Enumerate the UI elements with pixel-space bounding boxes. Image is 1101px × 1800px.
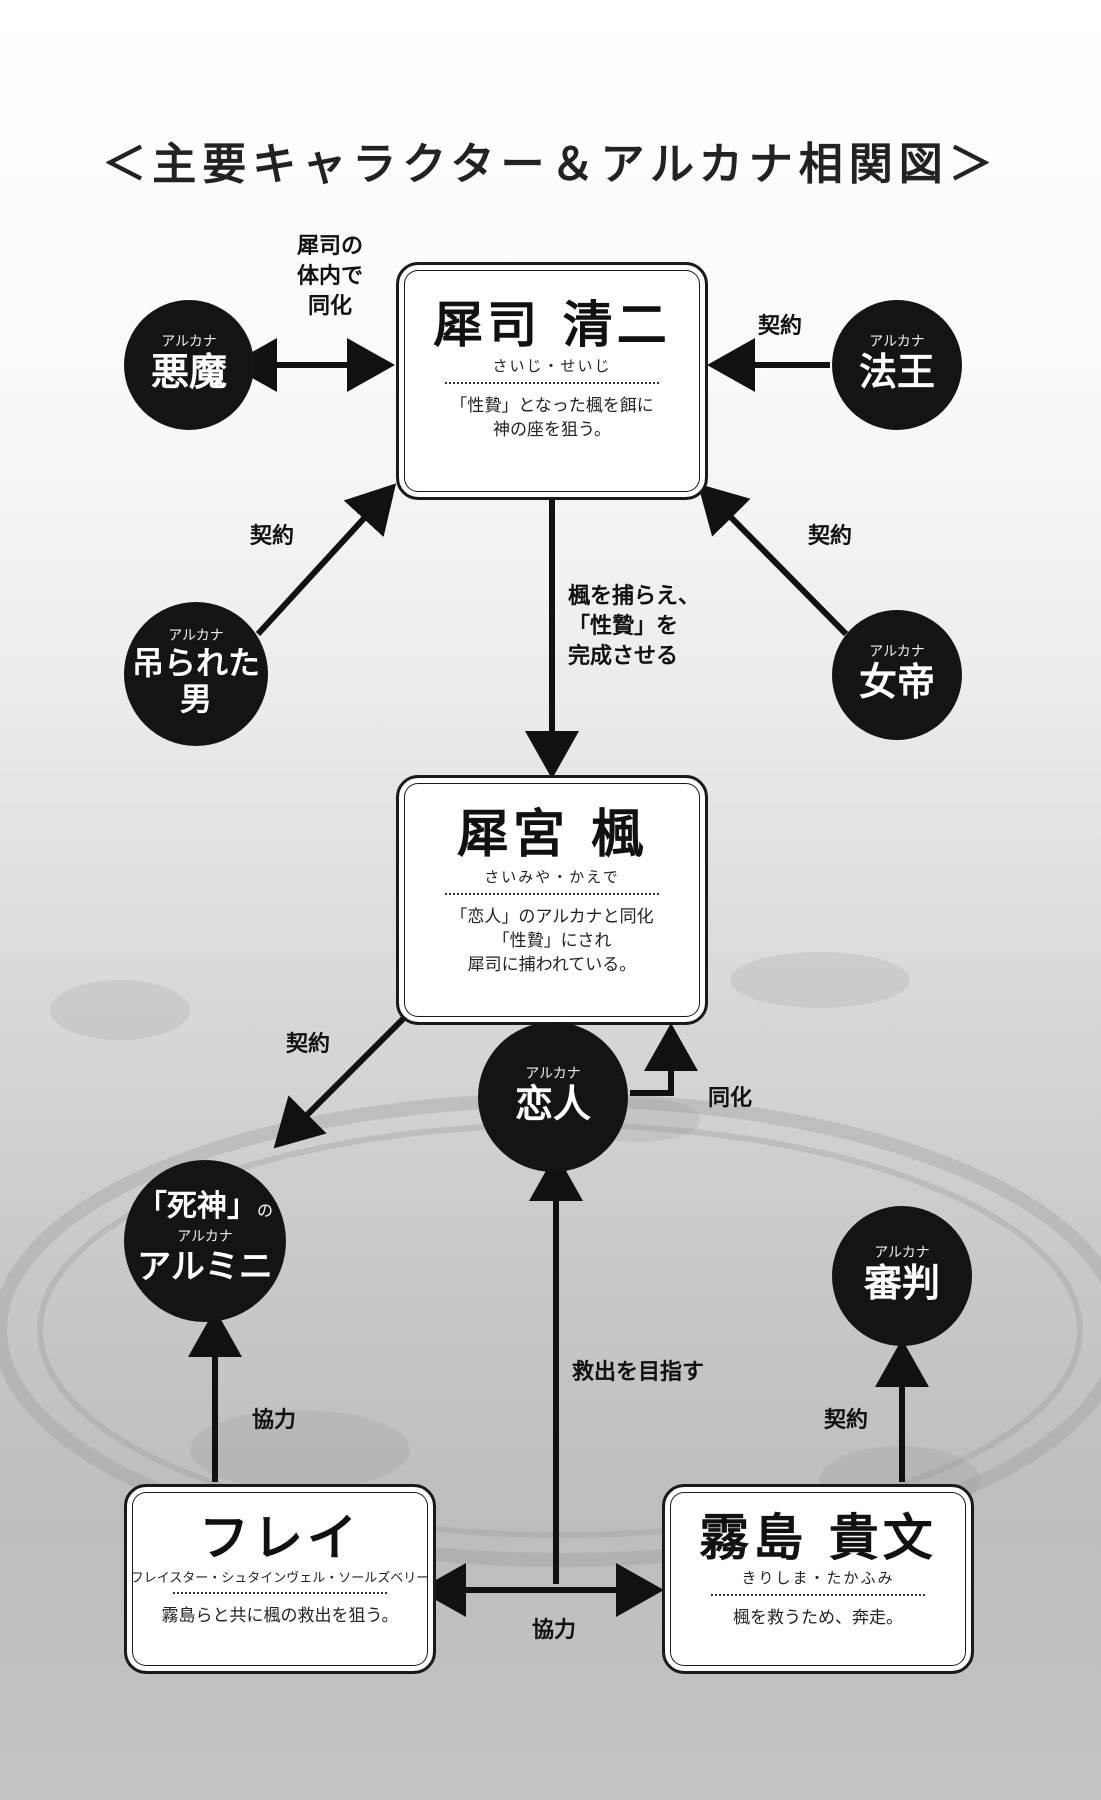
card-saiji: 犀司 清二 さいじ・せいじ 「性贄」となった楓を餌に 神の座を狙う。 — [396, 262, 708, 500]
arcana-armini-title: 「死神」の — [137, 1190, 273, 1228]
arcana-koibito-name: 恋人 — [514, 1082, 591, 1126]
card-kirishima: 霧島 貴文 きりしま・たかふみ 楓を救うため、奔走。 — [662, 1484, 974, 1674]
label-jotei-saiji: 契約 — [807, 524, 852, 549]
label-frey-armini: 協力 — [251, 1408, 296, 1433]
arcana-armini-no: の — [256, 1201, 273, 1220]
card-frey-desc: 霧島らと共に楓の救出を狙う。 — [161, 1606, 399, 1626]
card-saiji-desc: 「性贄」となった楓を餌に 神の座を狙う。 — [450, 396, 654, 440]
arcana-shinpan-label: アルカナ — [874, 1245, 930, 1261]
arcana-tsurusareta-name: 吊られた 男 — [131, 644, 260, 718]
label-saiji-kaede: 楓を捕らえ、 「性贄」を 完成させる — [568, 584, 701, 669]
label-tsurusareta-saiji: 契約 — [249, 524, 294, 549]
arcana-koibito-label: アルカナ — [525, 1066, 581, 1082]
label-houou-saiji: 契約 — [757, 314, 802, 339]
arcana-akuma: アルカナ 悪魔 — [124, 300, 254, 430]
arrow-koibito-kaede — [630, 1023, 698, 1096]
label-akuma-saiji: 犀司の 体内で 同化 — [296, 234, 363, 319]
label-kaede-koibito: 同化 — [707, 1086, 752, 1111]
arcana-jotei-label: アルカナ — [869, 644, 925, 660]
card-kaede-name: 犀宮 楓 — [456, 805, 648, 865]
arrow-jotei-saiji — [697, 483, 849, 637]
arcana-armini-name: アルミニ — [137, 1247, 273, 1287]
card-kaede-desc: 「恋人」のアルカナと同化 「性贄」にされ 犀司に捕われている。 — [450, 907, 654, 975]
card-frey-divider — [172, 1592, 388, 1594]
card-saiji-divider — [444, 382, 660, 384]
arcana-shinpan: アルカナ 審判 — [832, 1206, 972, 1346]
arcana-akuma-name: 悪魔 — [150, 350, 227, 394]
arrow-tsurusareta-saiji — [255, 483, 397, 637]
card-kirishima-name: 霧島 貴文 — [699, 1509, 937, 1567]
label-kirishima-shinpan: 契約 — [823, 1408, 868, 1433]
arcana-koibito: アルカナ 恋人 — [478, 1022, 628, 1172]
card-kirishima-divider — [710, 1594, 926, 1596]
arcana-tsurusareta: アルカナ 吊られた 男 — [124, 602, 268, 746]
card-frey-ruby: フレイスター・シュタインヴェル・ソールズベリー — [130, 1571, 430, 1586]
card-kaede-ruby: さいみや・かえで — [484, 868, 620, 886]
card-frey-name: フレイ — [199, 1509, 361, 1567]
arcana-houou: アルカナ 法王 — [832, 300, 962, 430]
arrow-kaede-armini — [273, 1009, 413, 1149]
arcana-jotei: アルカナ 女帝 — [832, 610, 962, 740]
card-frey: フレイ フレイスター・シュタインヴェル・ソールズベリー 霧島らと共に楓の救出を狙… — [124, 1484, 436, 1674]
card-kirishima-desc: 楓を救うため、奔走。 — [733, 1608, 903, 1628]
card-kirishima-ruby: きりしま・たかふみ — [741, 1569, 895, 1587]
arcana-shinpan-name: 審判 — [863, 1261, 940, 1305]
label-rescue-koibito: 救出を目指す — [572, 1360, 705, 1385]
arcana-jotei-name: 女帝 — [858, 660, 935, 704]
arcana-armini-shinigami: 「死神」 — [136, 1189, 257, 1224]
label-frey-kirishima: 協力 — [531, 1618, 576, 1643]
label-kaede-armini: 契約 — [285, 1032, 330, 1057]
arcana-houou-name: 法王 — [858, 350, 935, 394]
card-kaede: 犀宮 楓 さいみや・かえで 「恋人」のアルカナと同化 「性贄」にされ 犀司に捕わ… — [396, 775, 708, 1025]
arcana-houou-label: アルカナ — [869, 334, 925, 350]
page-title: ＜主要キャラクター＆アルカナ相関図＞ — [102, 139, 999, 190]
arcana-armini-label: アルカナ — [177, 1229, 233, 1245]
card-saiji-ruby: さいじ・せいじ — [492, 357, 612, 375]
card-saiji-name: 犀司 清二 — [433, 296, 671, 354]
arcana-akuma-label: アルカナ — [161, 334, 217, 350]
arcana-tsurusareta-label: アルカナ — [168, 628, 224, 644]
card-kaede-divider — [444, 893, 660, 895]
arcana-armini: 「死神」の アルカナ アルミニ — [124, 1160, 286, 1322]
